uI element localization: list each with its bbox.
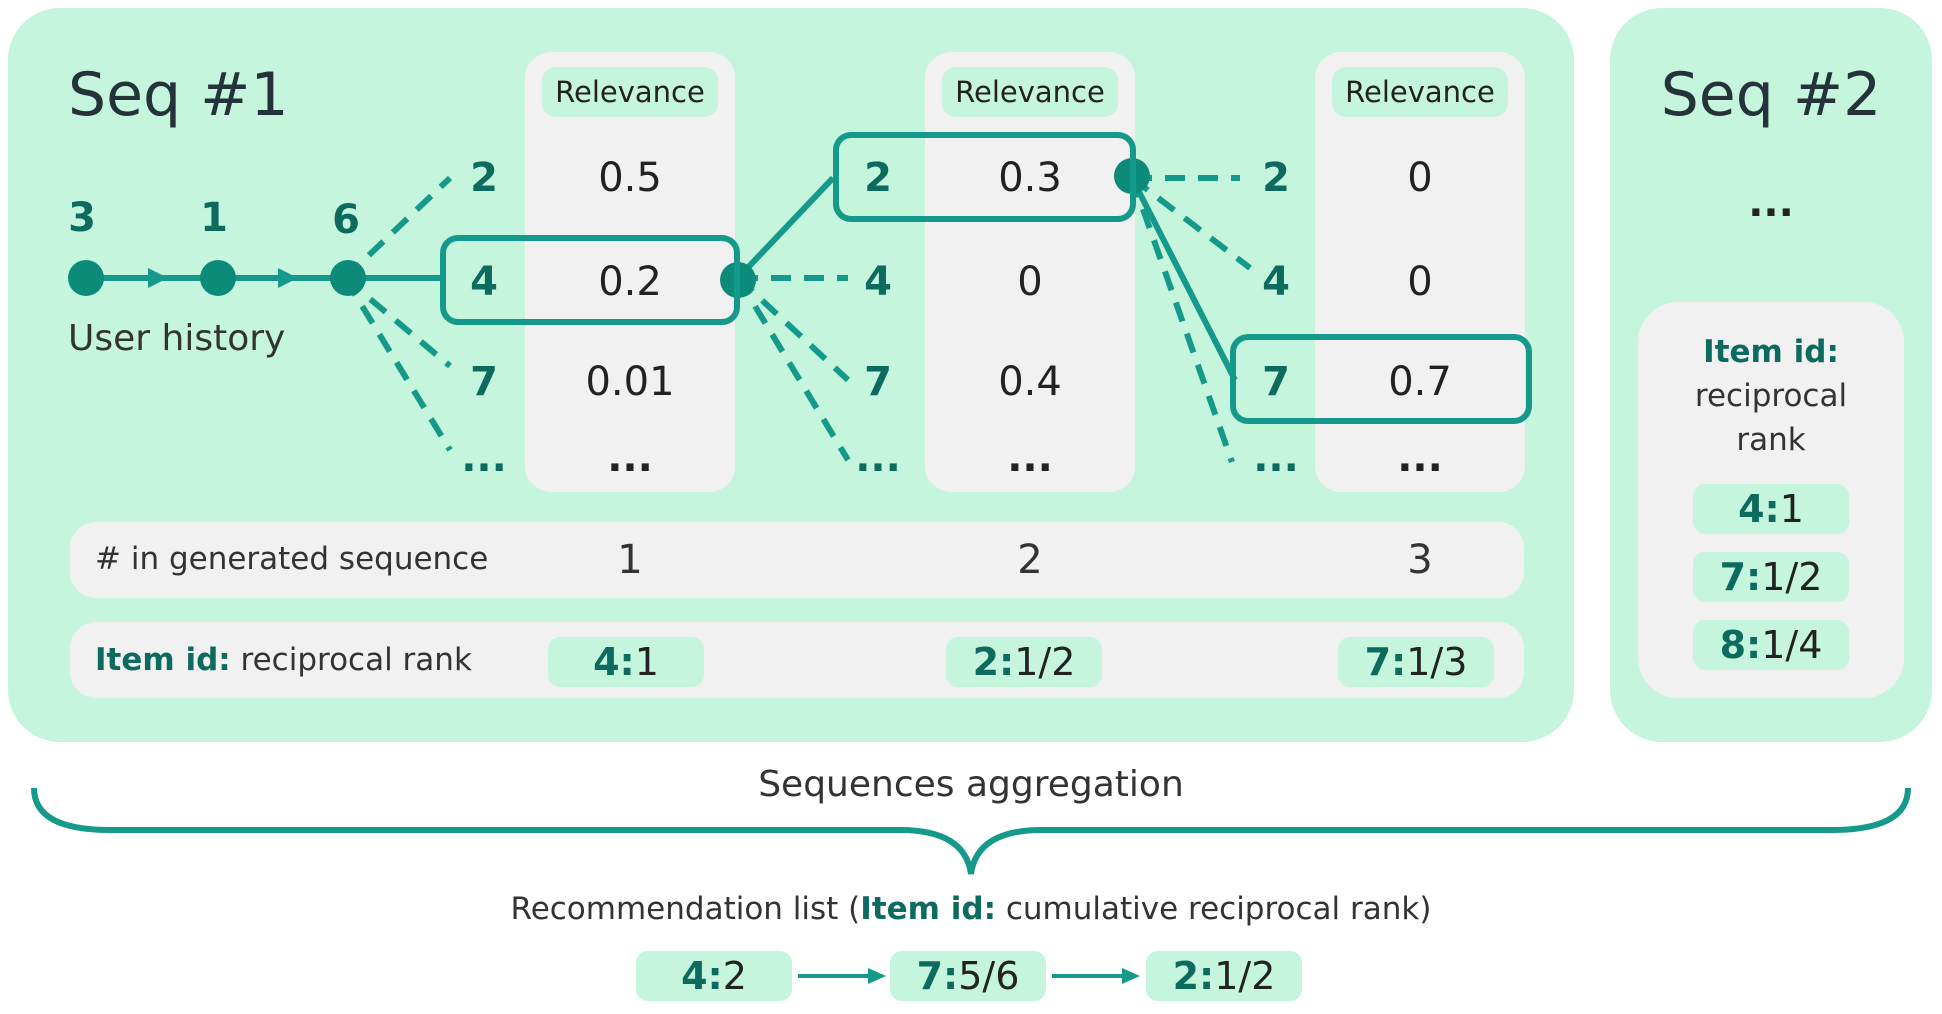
relevance-column-1 <box>525 52 735 492</box>
candidate-id: ... <box>461 435 507 481</box>
relevance-value: 0.3 <box>998 155 1062 201</box>
legend-line: reciprocal <box>1694 378 1848 414</box>
relevance-value: 0 <box>1407 259 1433 305</box>
recommendation-item: 4: 2 <box>636 951 792 1001</box>
history-node-label: 1 <box>200 195 228 241</box>
user-history-label: User history <box>68 318 286 359</box>
relevance-header-3: Relevance <box>1332 67 1508 117</box>
item-id-label: Item id: <box>95 642 231 678</box>
reciprocal-rank-text: reciprocal rank <box>230 642 472 678</box>
sequence-position: 3 <box>1407 537 1433 583</box>
relevance-value: ... <box>1397 435 1443 481</box>
seq2-title: Seq #2 <box>1660 60 1882 130</box>
candidate-id: ... <box>1253 435 1299 481</box>
recommendation-title: Recommendation list (Item id: cumulative… <box>510 891 1432 927</box>
candidate-id: 2 <box>864 155 892 201</box>
candidate-id: ... <box>855 435 901 481</box>
history-node-label: 6 <box>332 197 360 243</box>
candidate-id: 2 <box>470 155 498 201</box>
legend-line: rank <box>1736 422 1806 458</box>
rr-item: 2: 1/2 <box>946 637 1102 687</box>
relevance-column-2 <box>925 52 1135 492</box>
candidate-id: 2 <box>1262 155 1290 201</box>
seq1-title: Seq #1 <box>68 60 289 130</box>
relevance-value: 0.4 <box>998 359 1062 405</box>
relevance-value: ... <box>607 435 653 481</box>
aggregation-label: Sequences aggregation <box>758 764 1184 805</box>
relevance-value: 0 <box>1017 259 1043 305</box>
seq2-item: 4: 1 <box>1693 484 1849 534</box>
relevance-value: 0.7 <box>1388 359 1452 405</box>
seq1-panel <box>8 8 1574 742</box>
recommendation-item: 7: 5/6 <box>890 951 1046 1001</box>
seq2-legend: Item id: reciprocal rank <box>1638 330 1904 462</box>
candidate-id: 4 <box>864 259 892 305</box>
seq2-item: 7: 1/2 <box>1693 552 1849 602</box>
selected-candidate-box-2 <box>833 132 1136 222</box>
relevance-value: ... <box>1007 435 1053 481</box>
relevance-value: 0 <box>1407 155 1433 201</box>
sequence-position: 2 <box>1017 537 1043 583</box>
sequence-position: 1 <box>617 537 643 583</box>
relevance-value: 0.2 <box>598 259 662 305</box>
reciprocal-rank-label: Item id: reciprocal rank <box>95 642 472 678</box>
relevance-header-2: Relevance <box>942 67 1118 117</box>
seq2-item: 8: 1/4 <box>1693 620 1849 670</box>
rr-item: 4: 1 <box>548 637 704 687</box>
candidate-id: 7 <box>1262 359 1290 405</box>
selected-candidate-box-1 <box>440 235 740 325</box>
relevance-value: 0.5 <box>598 155 662 201</box>
item-id-label: Item id: <box>860 891 996 927</box>
item-id-label: Item id: <box>1703 334 1839 370</box>
rr-item: 7: 1/3 <box>1338 637 1494 687</box>
seq2-ellipsis: ... <box>1748 180 1794 226</box>
history-node-label: 3 <box>68 195 96 241</box>
relevance-value: 0.01 <box>585 359 675 405</box>
relevance-header-1: Relevance <box>542 67 718 117</box>
candidate-id: 4 <box>470 259 498 305</box>
candidate-id: 7 <box>864 359 892 405</box>
generated-sequence-label: # in generated sequence <box>95 541 489 577</box>
candidate-id: 4 <box>1262 259 1290 305</box>
candidate-id: 7 <box>470 359 498 405</box>
generated-sequence-row <box>70 522 1524 598</box>
recommendation-item: 2: 1/2 <box>1146 951 1302 1001</box>
selected-candidate-box-3 <box>1230 334 1532 424</box>
reciprocal-rank-row <box>70 622 1524 698</box>
